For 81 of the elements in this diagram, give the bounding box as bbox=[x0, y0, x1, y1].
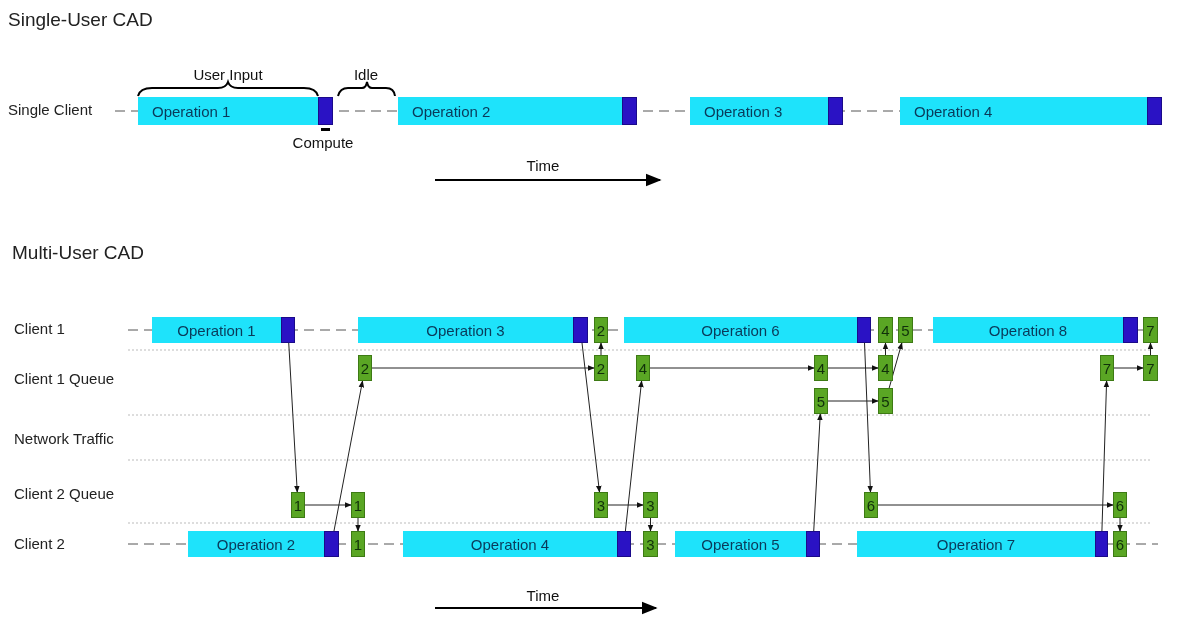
queue-item: 1 bbox=[351, 531, 365, 557]
arrow bbox=[1147, 342, 1154, 356]
arrow bbox=[624, 380, 644, 532]
queue-item: 7 bbox=[1143, 355, 1158, 381]
compute-block bbox=[324, 531, 339, 557]
arrow bbox=[827, 398, 879, 404]
arrow bbox=[1101, 380, 1110, 532]
annotation-label: Time bbox=[526, 157, 560, 176]
queue-item: 4 bbox=[878, 355, 893, 381]
queue-item: 4 bbox=[636, 355, 650, 381]
operation-bar: Operation 6 bbox=[624, 317, 857, 343]
operation-bar: Operation 2 bbox=[398, 97, 622, 125]
annotation-label: Time bbox=[526, 587, 560, 606]
arrow bbox=[355, 517, 361, 532]
queue-item: 1 bbox=[291, 492, 305, 518]
compute-block bbox=[1123, 317, 1138, 343]
queue-item: 3 bbox=[594, 492, 608, 518]
annotation-label: Compute bbox=[292, 134, 354, 153]
arrow bbox=[649, 365, 815, 371]
queue-item: 6 bbox=[1113, 492, 1127, 518]
compute-block bbox=[617, 531, 631, 557]
row-label: Client 1 bbox=[14, 320, 65, 339]
queue-item: 7 bbox=[1143, 317, 1158, 343]
queue-item: 7 bbox=[1100, 355, 1114, 381]
queue-item: 1 bbox=[351, 492, 365, 518]
operation-bar: Operation 3 bbox=[690, 97, 828, 125]
arrow bbox=[647, 517, 654, 532]
arrow bbox=[827, 365, 879, 371]
compute-block bbox=[281, 317, 295, 343]
queue-item: 5 bbox=[898, 317, 913, 343]
row-label: Client 2 bbox=[14, 535, 65, 554]
arrow bbox=[888, 342, 903, 389]
queue-item: 4 bbox=[878, 317, 893, 343]
compute-block bbox=[318, 97, 333, 125]
arrow bbox=[371, 365, 595, 371]
queue-item: 6 bbox=[864, 492, 878, 518]
compute-block bbox=[828, 97, 843, 125]
queue-item: 3 bbox=[643, 531, 658, 557]
compute-block bbox=[1095, 531, 1108, 557]
arrow bbox=[598, 342, 604, 356]
annotation-label: Idle bbox=[353, 66, 379, 85]
queue-item: 5 bbox=[814, 388, 828, 414]
arrow bbox=[607, 502, 644, 508]
queue-item: 6 bbox=[1113, 531, 1127, 557]
compute-block bbox=[622, 97, 637, 125]
operation-bar: Operation 2 bbox=[188, 531, 324, 557]
arrow bbox=[864, 342, 874, 493]
queue-item: 3 bbox=[643, 492, 658, 518]
operation-bar: Operation 1 bbox=[138, 97, 318, 125]
compute-block bbox=[1147, 97, 1162, 125]
row-label: Client 2 Queue bbox=[14, 485, 115, 504]
queue-item: 5 bbox=[878, 388, 893, 414]
arrow bbox=[304, 502, 352, 508]
section-heading: Multi-User CAD bbox=[12, 241, 144, 265]
row-label: Single Client bbox=[8, 101, 93, 120]
arrow bbox=[333, 380, 365, 532]
row-label: Client 1 Queue bbox=[14, 370, 115, 389]
compute-block bbox=[573, 317, 588, 343]
arrow bbox=[877, 502, 1114, 508]
operation-bar: Operation 7 bbox=[857, 531, 1095, 557]
operation-bar: Operation 8 bbox=[933, 317, 1123, 343]
queue-item: 2 bbox=[594, 355, 608, 381]
arrow bbox=[882, 342, 889, 356]
arrow bbox=[288, 342, 300, 493]
compute-block bbox=[806, 531, 820, 557]
queue-item: 2 bbox=[358, 355, 372, 381]
arrow bbox=[813, 413, 823, 532]
queue-item: 4 bbox=[814, 355, 828, 381]
section-heading: Single-User CAD bbox=[8, 8, 153, 32]
operation-bar: Operation 4 bbox=[900, 97, 1147, 125]
arrow bbox=[581, 342, 602, 493]
arrow bbox=[1117, 517, 1123, 532]
annotation-label: User Input bbox=[193, 66, 263, 85]
operation-bar: Operation 3 bbox=[358, 317, 573, 343]
queue-item: 2 bbox=[594, 317, 608, 343]
operation-bar: Operation 4 bbox=[403, 531, 617, 557]
operation-bar: Operation 5 bbox=[675, 531, 806, 557]
compute-block bbox=[857, 317, 871, 343]
row-label: Network Traffic bbox=[14, 430, 114, 449]
arrow bbox=[1113, 365, 1144, 371]
operation-bar: Operation 1 bbox=[152, 317, 281, 343]
